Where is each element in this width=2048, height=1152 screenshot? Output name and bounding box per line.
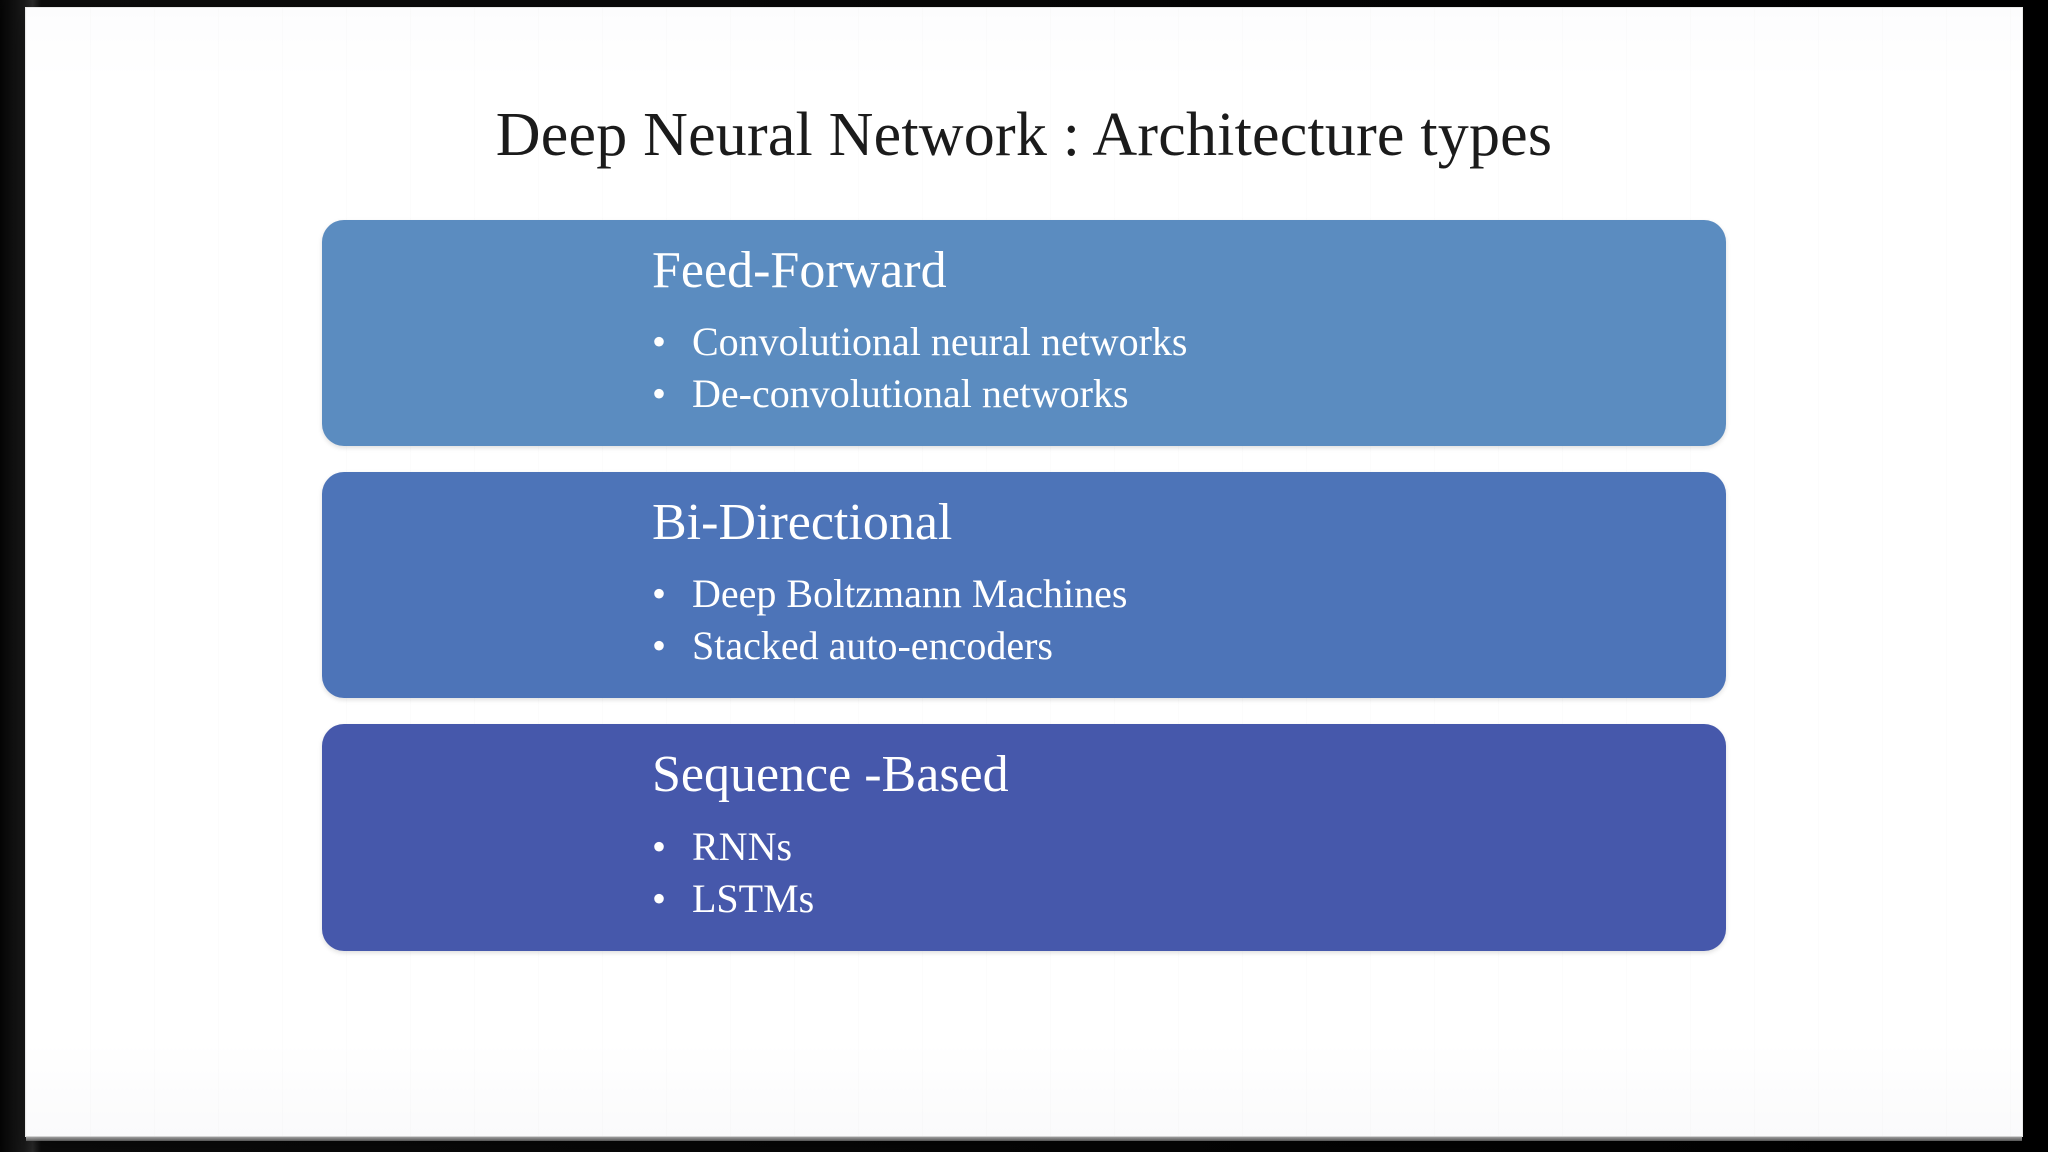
list-item: • RNNs [652,821,1726,873]
bullet-icon: • [652,571,667,617]
architecture-box-bi-directional[interactable]: Bi-Directional • Deep Boltzmann Machines… [322,472,1726,699]
bullet-icon: • [652,875,667,921]
list-item: • Deep Boltzmann Machines [652,568,1726,620]
list-item-label: LSTMs [692,875,815,921]
list-item-label: De-convolutional networks [692,371,1129,417]
page-title: Deep Neural Network : Architecture types [495,101,1553,169]
list-item: • De-convolutional networks [652,368,1726,420]
bullet-icon: • [652,371,667,417]
architecture-box-title: Feed-Forward [652,242,947,299]
architecture-box-sequence-based[interactable]: Sequence -Based • RNNs • LSTMs [322,724,1726,951]
list-item: • Convolutional neural networks [652,316,1726,368]
bullet-icon: • [652,823,667,869]
list-item-label: RNNs [692,823,793,869]
architecture-type-list: Feed-Forward • Convolutional neural netw… [322,220,1726,951]
list-item-label: Deep Boltzmann Machines [692,571,1128,617]
architecture-box-title: Sequence -Based [652,746,1009,804]
bullet-icon: • [652,319,667,365]
list-item-label: Convolutional neural networks [692,319,1188,365]
list-item: • LSTMs [652,873,1726,925]
slide-bottom-edge [26,1136,2022,1141]
architecture-box-bullets: • RNNs • LSTMs [322,821,1726,925]
list-item-label: Stacked auto-encoders [692,623,1053,669]
architecture-box-bullets: • Deep Boltzmann Machines • Stacked auto… [322,568,1726,672]
architecture-box-title: Bi-Directional [652,494,953,552]
architecture-box-bullets: • Convolutional neural networks • De-con… [322,316,1726,420]
list-item: • Stacked auto-encoders [652,620,1726,672]
architecture-box-feed-forward[interactable]: Feed-Forward • Convolutional neural netw… [322,220,1726,447]
slide-canvas: Deep Neural Network : Architecture types… [26,8,2022,1136]
bullet-icon: • [652,623,667,669]
